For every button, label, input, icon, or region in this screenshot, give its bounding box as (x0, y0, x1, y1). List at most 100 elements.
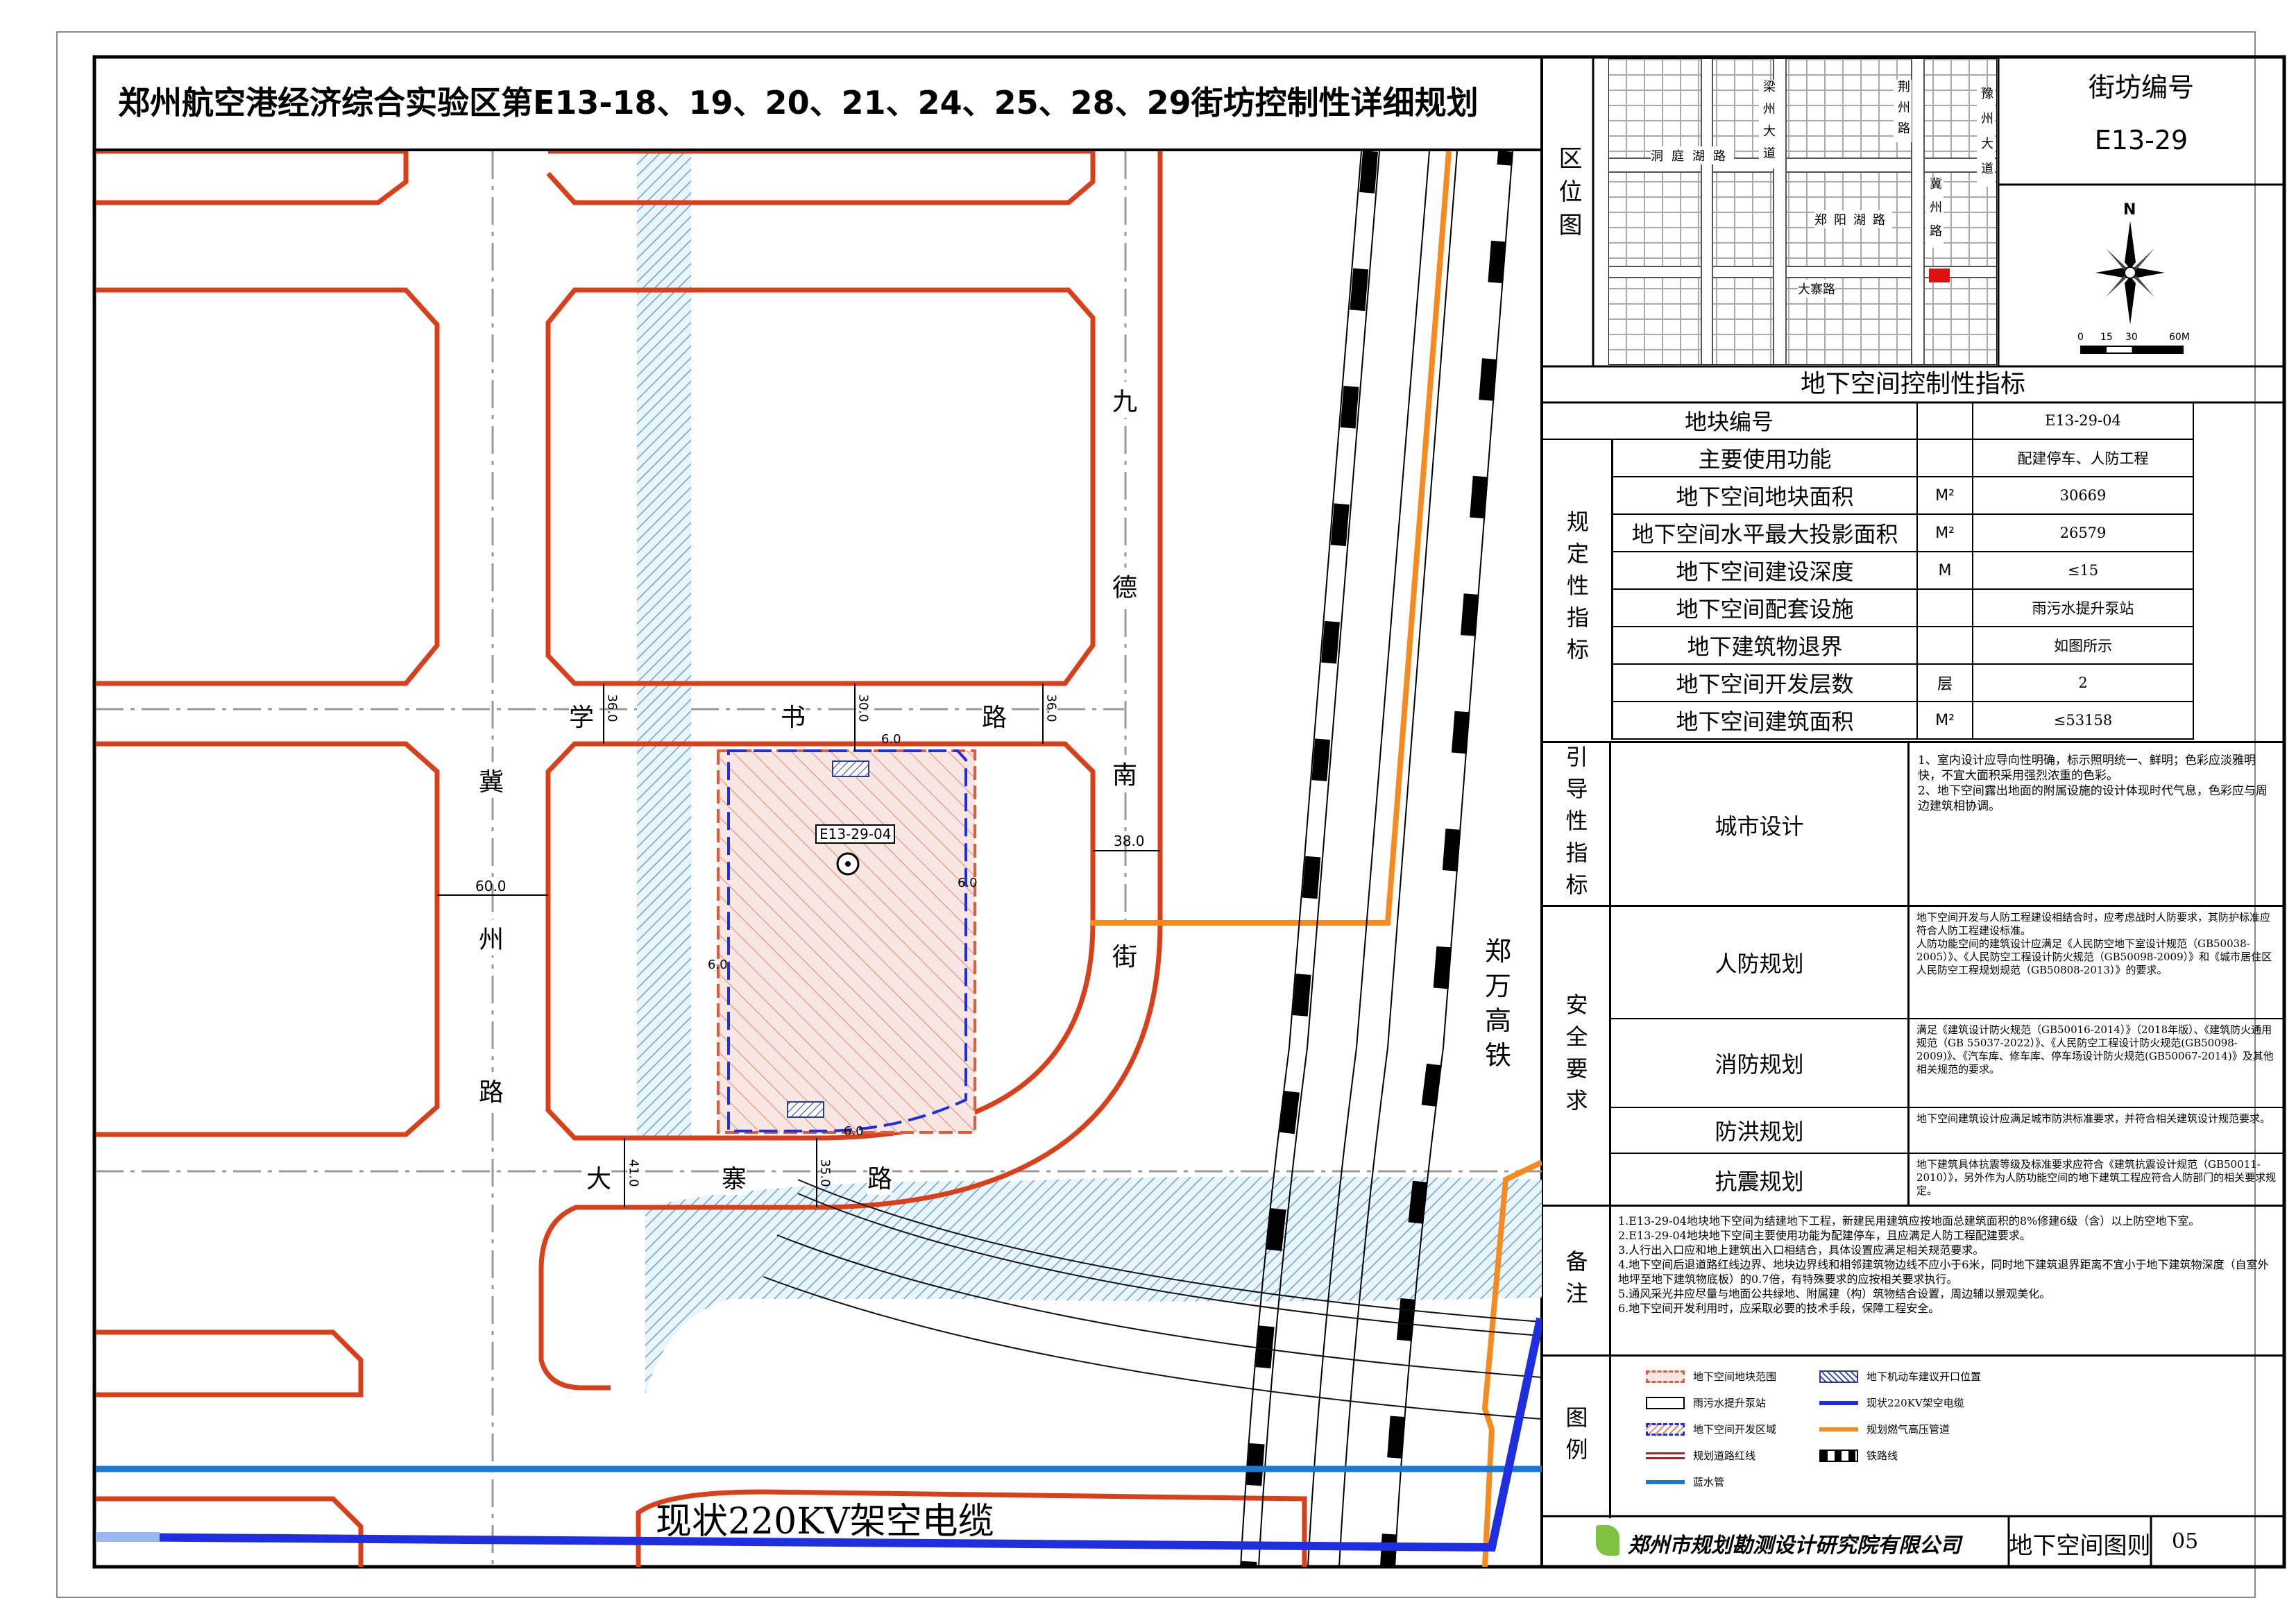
legend-text: 蓝水管 (1693, 1476, 1725, 1488)
railway (763, 151, 1542, 1567)
group-guiding-label: 引导性指标 (1542, 743, 1611, 907)
block-code-value: E13-29 (2094, 125, 2188, 155)
legend-text: 雨污水提升泵站 (1693, 1397, 1767, 1409)
urban-design-section: 引导性指标 城市设计 1、室内设计应导向性明确，标示照明统一、鲜明；色彩应淡雅明… (1542, 741, 2284, 907)
drawing-name: 地下空间图则 (2009, 1532, 2151, 1560)
urban-design-text: 1、室内设计应导向性明确，标示照明统一、鲜明；色彩应淡雅明快，不宜大面积采用强烈… (1918, 754, 2268, 813)
row-value: 2 (1972, 665, 2194, 702)
row-value: ≤53158 (1972, 702, 2194, 740)
block-code-label: 街坊编号 (2088, 72, 2194, 103)
parcel-id-label: E13-29-04 (815, 824, 896, 844)
safety-label: 抗震规划 (1611, 1154, 1910, 1207)
dim-setback-east: 6.0 (958, 876, 978, 890)
dim-xueshu-left: 36.0 (604, 694, 620, 722)
institute-name: 郑州市规划勘测设计研究院有限公司 (1628, 1533, 1961, 1558)
row-label: 地下空间地块面积 (1611, 477, 1916, 515)
row-unit (1916, 402, 1972, 440)
road-label-dazhai-2: 寨 (722, 1159, 747, 1195)
row-label: 主要使用功能 (1611, 440, 1916, 477)
legend-item: 规划燃气高压管道 (1819, 1422, 1950, 1436)
row-unit (1916, 627, 1972, 665)
legend-swatch-icon (1646, 1370, 1685, 1383)
dim-setback-south: 6.0 (844, 1124, 864, 1139)
legend-text: 地下空间地块范围 (1693, 1370, 1777, 1383)
table-header: 地下空间控制性指标 (1800, 370, 2025, 398)
road-label-jiude-4: 街 (1112, 937, 1138, 973)
urban-design-label: 城市设计 (1611, 743, 1910, 907)
green-belt-south (645, 1176, 1542, 1395)
road-label-xueshu-3: 路 (982, 697, 1007, 733)
road-label-dongting: 洞庭湖路 (1651, 146, 1734, 164)
dim-setback-west: 6.0 (708, 958, 728, 972)
rail-label-4: 铁 (1485, 1040, 1512, 1071)
legend-item: 地下机动车建议开口位置 (1819, 1369, 1981, 1384)
safety-text: 地下空间开发与人防工程建设相结合时，应考虑战时人防要求，其防护标准应符合人防工程… (1910, 907, 2284, 1019)
parcel-boundary (717, 749, 976, 1134)
row-label: 地块编号 (1542, 402, 1916, 440)
row-value: 30669 (1972, 477, 2194, 515)
scale-bar (2080, 346, 2184, 354)
legend-text: 铁路线 (1866, 1450, 1898, 1462)
dim-jiude: 38.0 (1114, 833, 1145, 849)
row-label: 地下空间水平最大投影面积 (1611, 515, 1916, 552)
dim-dazhai-mid: 35.0 (817, 1159, 833, 1187)
road-label-dazhai-1: 大 (586, 1159, 612, 1195)
legend-text: 地下机动车建议开口位置 (1866, 1370, 1982, 1383)
legend-section: 图例 地下空间地块范围 地下机动车建议开口位置雨污水提升泵站 现状220KV架空电缆… (1542, 1354, 2284, 1518)
dim-xueshu-right: 36.0 (1044, 694, 1059, 722)
road-label-dazhai-3: 路 (867, 1159, 893, 1195)
outer-border (56, 31, 2256, 1598)
legend-swatch-icon (1819, 1396, 1858, 1409)
road-label-xueshu-2: 书 (781, 697, 806, 733)
scale-tick-15: 15 (2100, 332, 2113, 343)
dim-dazhai-left: 41.0 (626, 1159, 641, 1187)
legend-text: 现状220KV架空电缆 (1866, 1397, 1964, 1409)
row-unit: 层 (1916, 665, 1972, 702)
location-map: 洞庭湖路 梁州大道 郑阳湖路 大寨路 冀州路 豫州大道 荆州路 (1608, 58, 1997, 365)
group-mandatory-label: 规定性指标 (1563, 510, 1590, 670)
row-value: E13-29-04 (1972, 402, 2194, 440)
legend-swatch-icon (1646, 1449, 1685, 1462)
notes-label: 备注 (1542, 1207, 1611, 1357)
road-label-jizhou-1: 冀 (479, 762, 504, 798)
plan-map (96, 151, 1542, 1567)
row-value: 如图所示 (1972, 627, 2194, 665)
powerline-label: 现状220KV架空电缆 (656, 1501, 994, 1543)
road-label-jizhou-2: 州 (479, 919, 504, 955)
row-unit: M² (1916, 477, 1972, 515)
drawing-title: 郑州航空港经济综合实验区第E13-18、19、20、21、24、25、28、29… (118, 84, 1479, 121)
row-value: ≤15 (1972, 552, 2194, 590)
rail-label-2: 万 (1485, 971, 1512, 1001)
row-value: 26579 (1972, 515, 2194, 552)
legend-item: 现状220KV架空电缆 (1819, 1395, 1964, 1410)
row-unit (1916, 590, 1972, 627)
legend-item: 地下空间开发区域 (1646, 1422, 1776, 1436)
road-label-zhengyang: 郑阳湖路 (1814, 210, 1892, 228)
safety-rows: 人防规划地下空间开发与人防工程建设相结合时，应考虑战时人防要求，其防护标准应符合… (1611, 907, 2284, 1207)
legend-swatch-icon (1819, 1449, 1858, 1462)
road-label-xueshu-1: 学 (569, 697, 595, 733)
gas-pipeline (1091, 151, 1452, 926)
road-label-jiude-1: 九 (1112, 382, 1138, 418)
road-label-jizhou-3: 路 (479, 1072, 504, 1108)
north-label: N (2123, 201, 2136, 219)
powerline-lower (96, 1317, 1542, 1552)
row-value: 雨污水提升泵站 (1972, 590, 2194, 627)
safety-label: 消防规划 (1611, 1019, 1910, 1108)
legend-item: 蓝水管 (1646, 1475, 1724, 1489)
legend-item: 雨污水提升泵站 (1646, 1395, 1766, 1410)
road-label-yuzhou: 豫州大道 (1977, 87, 1995, 187)
group-safety-label: 安全要求 (1542, 907, 1611, 1207)
rail-label-1: 郑 (1485, 936, 1512, 967)
safety-text: 满足《建筑设计防火规范（GB50016-2014）》（2018年版）、《建筑防火… (1910, 1019, 2284, 1108)
road-label-dazhai: 大寨路 (1798, 280, 1835, 298)
legend-label: 图例 (1542, 1357, 1611, 1518)
row-unit (1916, 440, 1972, 477)
vehicle-entrance-top (832, 760, 869, 777)
notes-section: 备注 1.E13-29-04地块地下空间为结建地下工程，新建民用建筑应按地面总建… (1542, 1205, 2284, 1357)
row-unit: M² (1916, 702, 1972, 740)
legend-item: 规划道路红线 (1646, 1448, 1755, 1463)
road-label-jiude-2: 德 (1112, 568, 1138, 604)
legend-swatch-icon (1646, 1396, 1685, 1409)
